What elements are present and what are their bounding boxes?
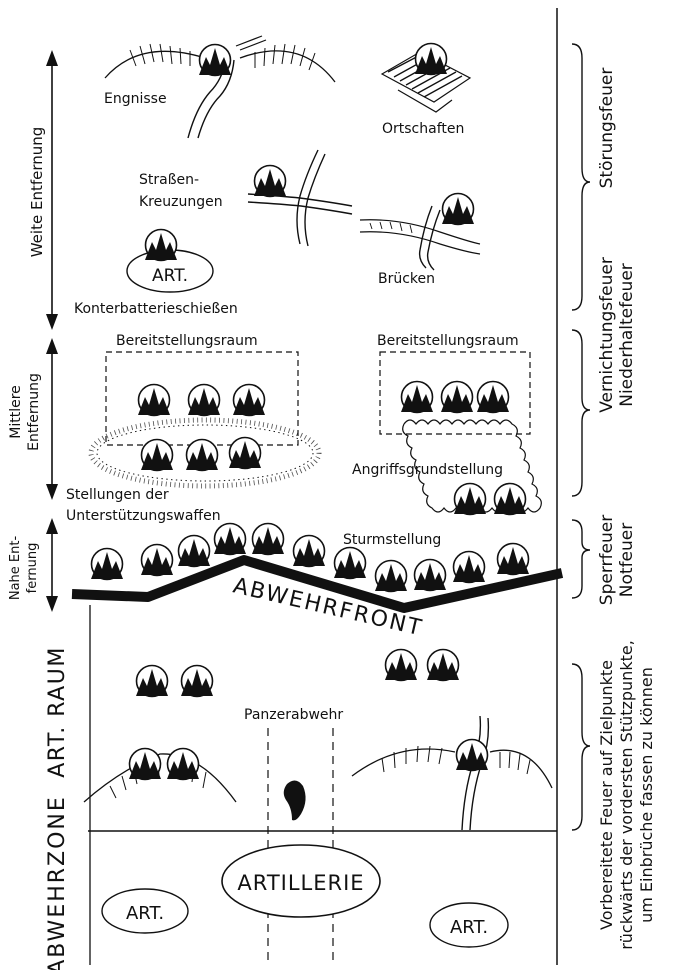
label-art-left: ART. — [126, 903, 164, 924]
label-ortschaften: Ortschaften — [382, 121, 464, 137]
target-art-raum-2 — [180, 664, 214, 698]
target-hill-right — [455, 738, 489, 772]
target-hill-left-2 — [166, 747, 200, 781]
target-bruecken — [441, 192, 475, 226]
target-support-1 — [140, 438, 174, 472]
label-vorbereitete-3: um Einbrüche fassen zu können — [637, 667, 656, 923]
anti-tank-marker — [283, 780, 306, 821]
label-entfernung: Entfernung — [26, 373, 42, 451]
label-nahe-ent: Nahe Ent- — [8, 536, 23, 601]
target-art-raum-3 — [384, 648, 418, 682]
label-engnisse: Engnisse — [104, 91, 167, 107]
label-sturmstellung: Sturmstellung — [343, 532, 441, 548]
artillerie-position — [221, 844, 381, 918]
label-fernung: fernung — [25, 543, 40, 594]
target-engnisse — [198, 43, 232, 77]
angriffsgrundstellung-area — [402, 419, 542, 513]
label-abwehrzone: ABWEHRZONE — [45, 795, 70, 970]
distance-arrow-far — [46, 50, 58, 330]
hill-right-pass — [351, 715, 553, 831]
art-position-right — [429, 902, 509, 948]
label-notfeuer: Notfeuer — [617, 523, 637, 597]
engnisse-pass — [104, 35, 336, 139]
brace-sperrfeuer — [571, 519, 591, 599]
label-bruecken: Brücken — [378, 271, 435, 287]
art-position-left — [101, 888, 189, 934]
target-art-raum-1 — [135, 664, 169, 698]
label-strassen: Straßen- — [139, 172, 199, 188]
target-br-right-3 — [476, 380, 510, 414]
target-br-left-3 — [232, 383, 266, 417]
label-sperrfeuer: Sperrfeuer — [597, 515, 617, 605]
label-art-raum: ART. RAUM — [45, 646, 70, 778]
target-agst-1 — [453, 482, 487, 516]
label-mittlere: Mittlere — [8, 385, 24, 439]
label-stellungen-2: Unterstützungswaffen — [66, 508, 221, 524]
target-support-2 — [185, 438, 219, 472]
target-art-raum-4 — [426, 648, 460, 682]
target-hill-left-1 — [128, 747, 162, 781]
label-bereitstellungsraum-left: Bereitstellungsraum — [116, 333, 258, 349]
label-bereitstellungsraum-right: Bereitstellungsraum — [377, 333, 519, 349]
target-konterbatterie — [144, 228, 178, 262]
label-weite-entfernung: Weite Entfernung — [28, 127, 46, 258]
label-artillerie: ARTILLERIE — [237, 871, 364, 895]
target-br-right-1 — [400, 380, 434, 414]
brace-stoerungsfeuer — [571, 43, 591, 311]
target-br-left-2 — [187, 383, 221, 417]
label-art-right: ART. — [450, 917, 488, 938]
brace-vernichtungsfeuer — [571, 329, 591, 497]
label-panzerabwehr: Panzerabwehr — [244, 707, 343, 723]
distance-arrow-middle — [46, 338, 58, 500]
target-agst-2 — [493, 482, 527, 516]
abwehrfront-line — [71, 555, 564, 613]
bruecke-river — [359, 205, 481, 271]
label-vorbereitete-1: Vorbereitete Feuer auf Zielpunkte — [597, 660, 616, 930]
label-vernichtungsfeuer: Vernichtungsfeuer — [597, 257, 617, 413]
distance-arrow-near — [46, 518, 58, 612]
unterstuetzungswaffen-position — [88, 417, 322, 489]
label-stoerungsfeuer: Störungsfeuer — [597, 68, 617, 189]
target-support-3 — [228, 436, 262, 470]
target-br-right-2 — [440, 380, 474, 414]
target-br-left-1 — [137, 383, 171, 417]
strassen-kreuzung — [247, 149, 353, 247]
label-stellungen-1: Stellungen der — [66, 487, 169, 503]
brace-vorbereitete-feuer — [571, 663, 591, 831]
bereitstellungsraum-right-box — [379, 351, 531, 435]
panzerabwehr-lane — [267, 728, 334, 965]
label-art-counterbattery: ART. — [152, 266, 188, 286]
label-vorbereitete-2: rückwärts der vordersten Stützpunkte, — [617, 640, 636, 950]
label-konterbatterie: Konterbatterieschießen — [74, 301, 238, 317]
target-ortschaften — [414, 42, 448, 76]
label-niederhaltefeuer: Niederhaltefeuer — [617, 263, 637, 407]
target-kreuzungen — [253, 164, 287, 198]
label-kreuzungen: Kreuzungen — [139, 194, 223, 210]
label-angriffsgrundstellung: Angriffsgrundstellung — [352, 462, 503, 478]
